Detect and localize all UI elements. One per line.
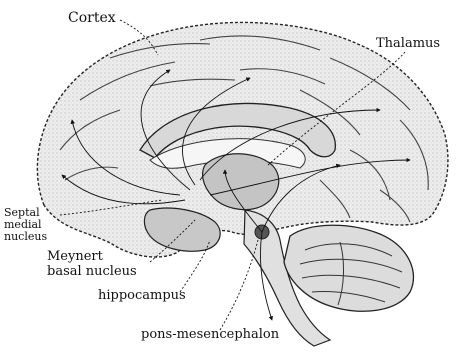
label-cortex: Cortex — [68, 11, 116, 25]
label-meynert-line2: basal nucleus — [47, 264, 137, 279]
label-hippocampus: hippocampus — [98, 289, 186, 302]
label-meynert-line1: Meynert — [47, 249, 137, 264]
label-septal-line3: nucleus — [4, 231, 47, 243]
label-thalamus: Thalamus — [376, 37, 440, 50]
cerebellum — [284, 225, 413, 311]
label-meynert-basal-nucleus: Meynert basal nucleus — [47, 249, 137, 279]
label-pons-mesencephalon: pons-mesencephalon — [141, 328, 279, 341]
label-septal-medial-nucleus: Septal medial nucleus — [4, 207, 47, 243]
